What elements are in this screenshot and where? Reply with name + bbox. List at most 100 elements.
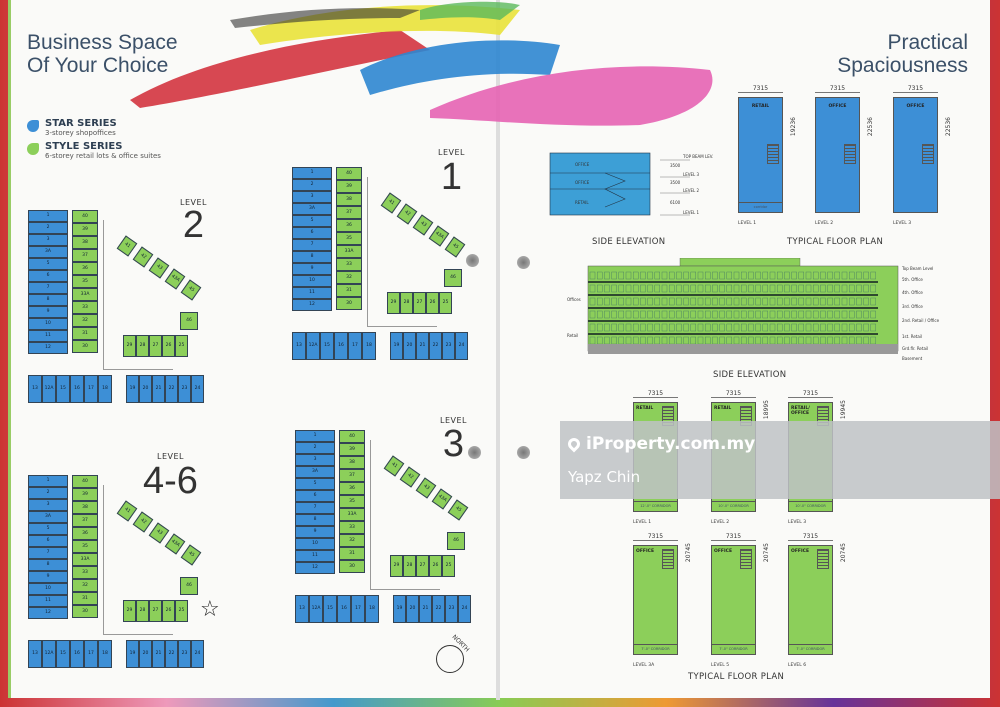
- window: [798, 310, 805, 319]
- window: [870, 323, 876, 332]
- window: [661, 271, 668, 280]
- shop-lot: 2: [28, 487, 68, 499]
- window: [618, 310, 624, 319]
- office-lot: 33: [336, 258, 362, 271]
- window: [820, 284, 826, 293]
- depth-dimension: 20745: [840, 543, 847, 563]
- window: [661, 284, 668, 293]
- window: [618, 271, 624, 280]
- shop-lot: 1: [28, 475, 68, 487]
- shop-lot: 19: [390, 332, 403, 360]
- width-dimension: 7315: [815, 85, 860, 93]
- window: [647, 310, 653, 319]
- window: [668, 271, 675, 280]
- window: [733, 297, 740, 306]
- window: [798, 297, 805, 306]
- office-lot: 35: [339, 495, 365, 508]
- window: [640, 271, 646, 280]
- punch-hole: [466, 254, 479, 267]
- shop-lot: 11: [295, 550, 335, 562]
- shop-lot: 12A: [42, 640, 56, 668]
- window: [856, 284, 862, 293]
- window: [697, 284, 704, 293]
- shop-lot: 9: [295, 526, 335, 538]
- window: [827, 284, 833, 293]
- window: [654, 297, 661, 306]
- shop-lot: 3A: [28, 511, 68, 523]
- legend-name: STAR SERIES: [45, 118, 117, 129]
- window: [618, 323, 624, 332]
- staircase-icon: [767, 144, 779, 165]
- shop-lot: 7: [28, 282, 68, 294]
- legend-star-series: STAR SERIES 3-storey shopoffices: [27, 118, 161, 137]
- elevation-floor-label: RETAIL: [575, 200, 589, 205]
- window: [654, 323, 661, 332]
- retail-lot: 28: [136, 600, 149, 622]
- window: [740, 271, 747, 280]
- window: [589, 271, 596, 280]
- retail-lot: 28: [136, 335, 149, 357]
- floor-plan-level: LEVEL 1: [633, 520, 652, 525]
- window: [661, 297, 668, 306]
- shop-lot: 21: [152, 640, 165, 668]
- window: [611, 284, 617, 293]
- floor-plan-level: LEVEL 1: [738, 221, 757, 226]
- shop-lot: 17: [348, 332, 362, 360]
- window: [740, 310, 747, 319]
- window: [863, 310, 869, 319]
- office-lot: 45: [180, 279, 202, 301]
- shop-lot: 12: [292, 299, 332, 311]
- window: [597, 297, 603, 306]
- shop-lot: 3A: [292, 203, 332, 215]
- floor-plan-use: OFFICE: [714, 549, 733, 554]
- level-3-heading: LEVEL 3: [440, 416, 467, 463]
- window: [683, 284, 689, 293]
- window: [776, 323, 783, 332]
- office-lot: 35: [72, 275, 98, 288]
- shop-lot: 10: [28, 583, 68, 595]
- window: [834, 297, 840, 306]
- shop-lot: 6: [28, 270, 68, 282]
- window: [719, 297, 725, 306]
- window: [668, 297, 675, 306]
- window: [690, 297, 697, 306]
- window: [791, 284, 797, 293]
- window: [704, 323, 711, 332]
- shop-lot: 5: [28, 523, 68, 535]
- office-lot: 30: [72, 605, 98, 618]
- shop-lot: 23: [442, 332, 455, 360]
- window: [683, 271, 689, 280]
- window: [762, 271, 769, 280]
- shop-lot: 2: [295, 442, 335, 454]
- shop-lot: 7: [28, 547, 68, 559]
- shop-lot: 12: [28, 607, 68, 619]
- window: [748, 271, 754, 280]
- office-lot: 39: [72, 223, 98, 236]
- window: [776, 297, 783, 306]
- window: [849, 297, 855, 306]
- green-stroke: [420, 1, 520, 20]
- shop-lot: 19: [126, 375, 139, 403]
- level-label: LEVEL: [440, 416, 467, 425]
- window: [762, 323, 769, 332]
- window: [683, 310, 689, 319]
- window: [712, 323, 718, 332]
- window: [755, 323, 761, 332]
- window: [841, 310, 848, 319]
- window: [704, 310, 711, 319]
- window: [762, 284, 769, 293]
- width-dimension: 7315: [738, 85, 783, 93]
- retail-lot: 28: [400, 292, 413, 314]
- office-lot: 30: [339, 560, 365, 573]
- side-elevation-caption: SIDE ELEVATION: [592, 237, 666, 247]
- retail-lot: 25: [439, 292, 452, 314]
- window: [719, 284, 725, 293]
- shop-lot: 10: [292, 275, 332, 287]
- window: [690, 310, 697, 319]
- window: [849, 284, 855, 293]
